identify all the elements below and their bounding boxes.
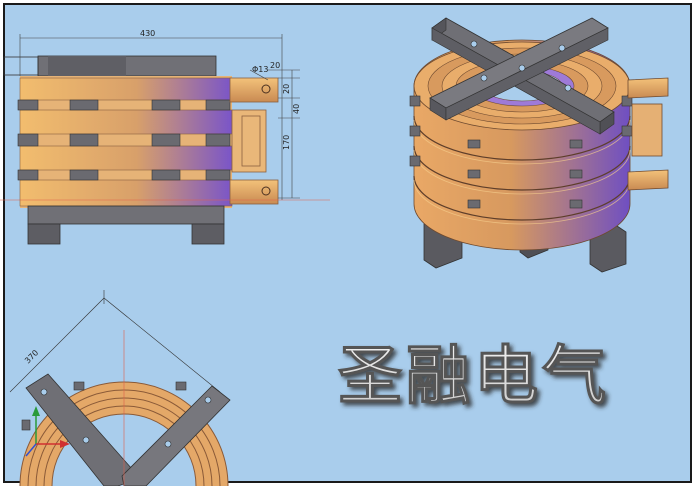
iso-terminal-bottom xyxy=(627,169,669,191)
dim-height: 170 xyxy=(282,135,291,150)
dim-gap-b: 40 xyxy=(292,104,301,114)
dim-hole-diameter: Φ13 xyxy=(252,65,268,74)
front-terminal-bottom-hole xyxy=(261,186,271,196)
iso-terminal-top xyxy=(627,77,669,99)
iso-spacers xyxy=(409,95,633,209)
front-coil-layer-4 xyxy=(19,179,233,207)
axis-triad-icon xyxy=(25,406,70,457)
isometric-view xyxy=(409,17,669,273)
front-dimension-lines xyxy=(0,34,330,201)
top-clamp-right xyxy=(121,385,231,486)
dim-gap-a: 20 xyxy=(282,84,291,94)
front-spacers xyxy=(17,99,231,181)
front-left-stub xyxy=(3,56,39,76)
iso-cross-clamp xyxy=(429,17,615,135)
top-view: 370 xyxy=(9,290,231,486)
dim-width-total: 430 xyxy=(140,29,155,38)
front-coil-layer-3 xyxy=(19,145,233,171)
front-coil-layer-2 xyxy=(19,109,233,135)
front-terminal-top-hole xyxy=(261,84,271,94)
top-dimension-lines xyxy=(9,290,221,393)
front-view: 430 Φ13 20 20 40 170 xyxy=(0,29,330,245)
front-terminal-bottom xyxy=(229,179,279,205)
iso-terminal-bracket xyxy=(631,103,663,157)
front-top-clamp-shade xyxy=(48,56,126,76)
dim-top-offset: 20 xyxy=(270,61,280,70)
front-base-bar xyxy=(27,205,225,225)
front-coil-layer-1 xyxy=(19,77,233,101)
front-terminal-bracket xyxy=(231,109,267,173)
front-terminal-top xyxy=(229,77,279,103)
brand-text: 圣融电气 xyxy=(338,340,610,414)
iso-coil-grooves xyxy=(413,115,631,221)
front-foot-right xyxy=(191,223,225,245)
front-foot-left xyxy=(27,223,61,245)
